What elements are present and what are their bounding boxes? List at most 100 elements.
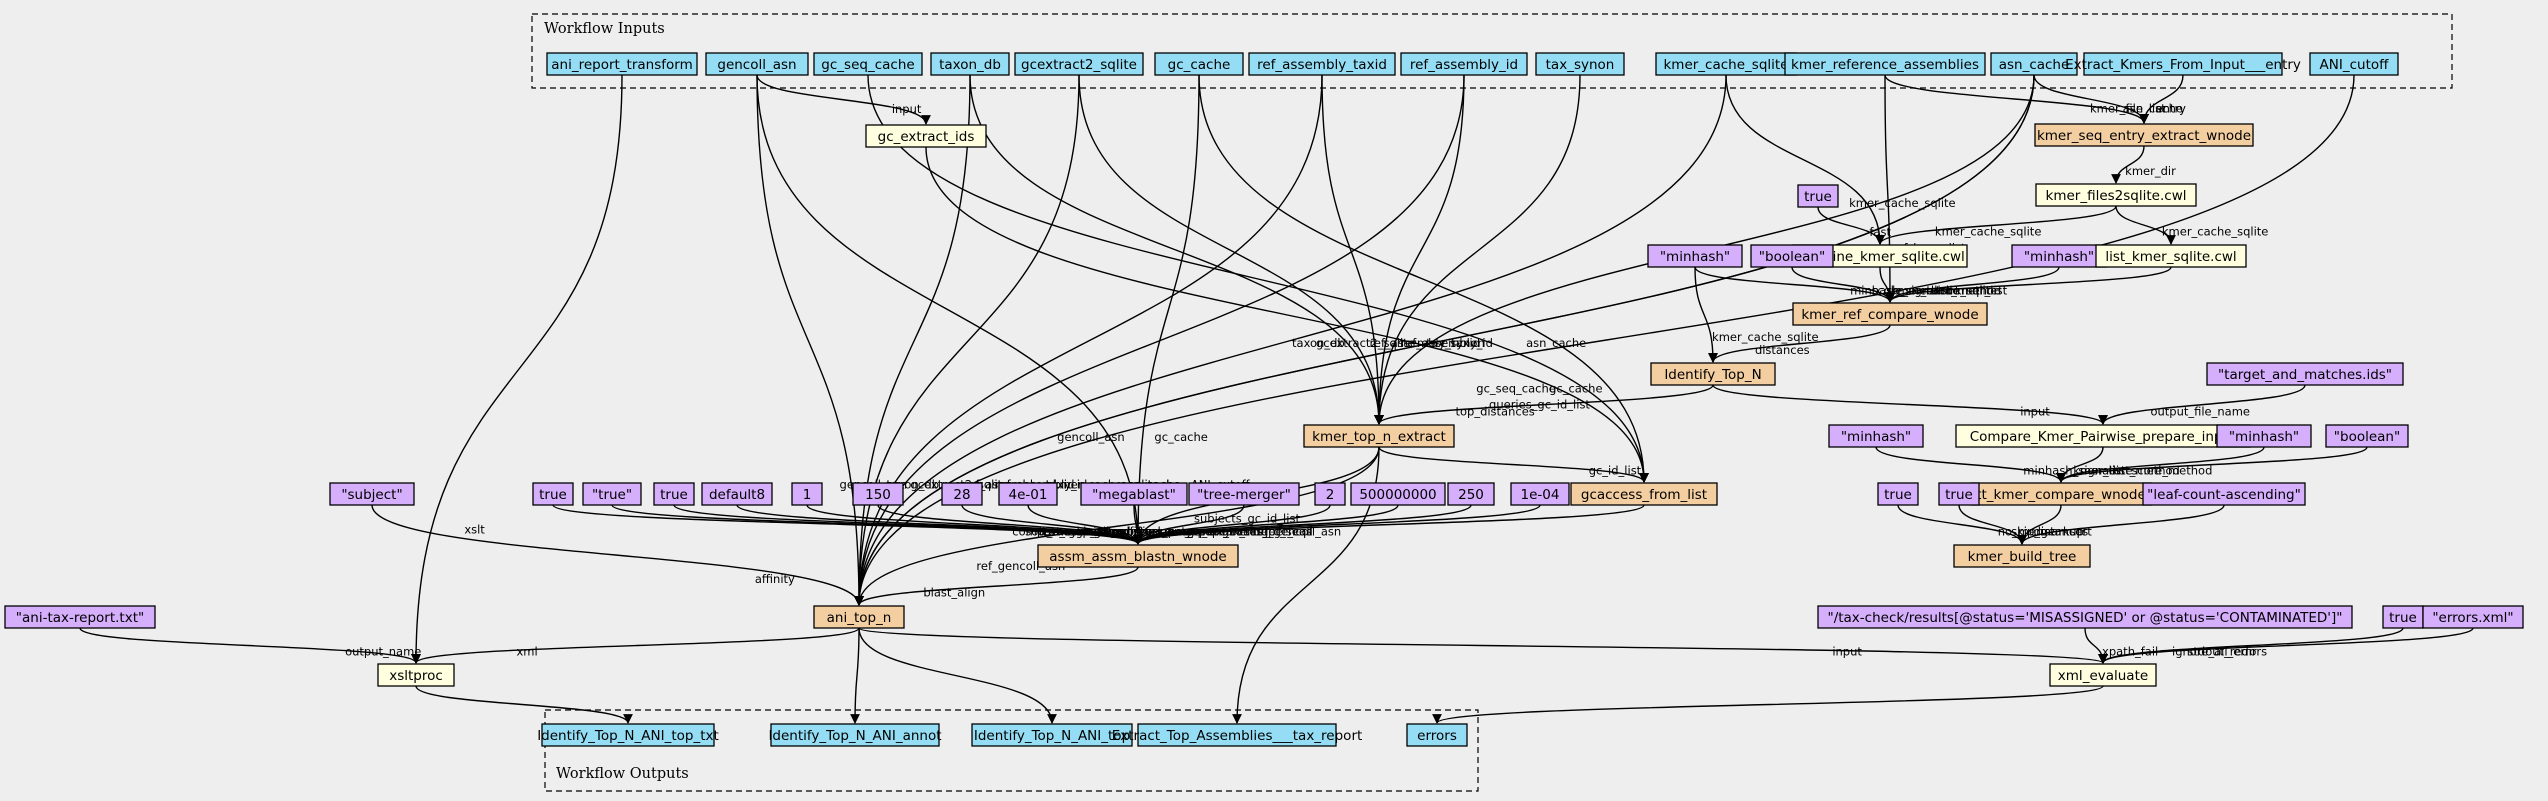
- node-taxon-db: taxon_db: [930, 52, 1010, 76]
- edge-ani_report_transform-to-xsltproc: [411, 74, 623, 664]
- node-label: ANI_cutoff: [2320, 57, 2390, 73]
- node-xml-evaluate: xml_evaluate: [2049, 663, 2157, 687]
- node-box: [1248, 52, 1396, 76]
- edge-tax_synon-to-kmer_top_n_extract: [1374, 74, 1581, 425]
- node-label: ref_assembly_taxid: [1257, 57, 1387, 73]
- node-box: [2142, 482, 2306, 506]
- node-label: gc_cache: [1168, 57, 1231, 73]
- node-label: Identify_Top_N_ANI_top_txt: [537, 728, 719, 744]
- edge-d_subject-to-ani_top_n: [371, 504, 864, 606]
- edge-gc_seq_cache-to-gcaccess_from_list: [867, 74, 1649, 483]
- node-box: [865, 124, 987, 148]
- node-label: "boolean": [2334, 429, 2400, 445]
- edge-d_true_nomerge-to-kmer_build_tree: [1897, 504, 2027, 545]
- node-label: Compare_Kmer_Pairwise_prepare_input: [1970, 429, 2237, 445]
- edge-label-7: fast: [1869, 225, 1891, 239]
- node-gc-cache: gc_cache: [1154, 52, 1244, 76]
- node-box: [2083, 52, 2283, 76]
- edge-asn_cache-to-ani_top_n: [854, 74, 2035, 606]
- edge-label-48: compart: [1012, 524, 1061, 538]
- edge-label-68: blast_align: [923, 586, 985, 600]
- workflow-inputs-cluster: Workflow Inputs: [531, 13, 2453, 89]
- edge-label-19: top_distances: [1455, 404, 1534, 418]
- edge-taxon_db-to-kmer_top_n_extract: [969, 74, 1384, 425]
- edge-d_ani_tax_report-to-xsltproc: [79, 627, 421, 664]
- edge-kmer_files2sqlite-to-combine_kmer_sqlite: [1875, 205, 2117, 245]
- edge-label-12: kmer_cache_sqlite: [1891, 283, 1998, 297]
- edge-kmer_ref_compare_wnode-to-Identify_Top_N: [1708, 324, 1891, 363]
- node-box: [2035, 183, 2197, 207]
- node-label: gc_seq_cache: [821, 57, 914, 73]
- node-label: xml_evaluate: [2058, 668, 2148, 684]
- node-box: [2216, 424, 2312, 448]
- node-box: [1406, 723, 1468, 747]
- edge-gc_cache-to-gcaccess_from_list: [1198, 74, 1649, 483]
- node-label: "minhash": [2024, 249, 2094, 265]
- edge-label-53: window_size: [1084, 524, 1156, 538]
- edge-d_1-to-assm_assm_blastn_wnode: [806, 504, 1143, 545]
- node-box: [1828, 424, 1924, 448]
- node-box: [1797, 184, 1839, 208]
- edge-label-15: kmer_cache_sqlite: [1712, 330, 1819, 344]
- node-d-leaf-count: "leaf-count-ascending": [2142, 482, 2306, 506]
- edge-label-18: tax_synon: [1426, 336, 1485, 350]
- node-box: [791, 482, 823, 506]
- edge-list_kmer_sqlite-to-kmer_ref_compare_wnode: [1885, 266, 2172, 303]
- node-box: [1510, 482, 1570, 506]
- node-label: kmer_files2sqlite.cwl: [2046, 188, 2187, 204]
- node-gencoll-asn: gencoll_asn: [705, 52, 809, 76]
- node-label: Identify_Top_N_ANI_top: [974, 728, 1130, 744]
- nodes-layer: ani_report_transform gencoll_asn gc_seq_ca…: [4, 52, 2524, 747]
- edge-d_minhash_4-to-tt_kmer_compare_wnode: [2056, 446, 2265, 483]
- edge-d_28-to-assm_assm_blastn_wnode: [961, 504, 1143, 545]
- edge-Identify_Top_N-to-Compare_Kmer_Pairwise_prepare_input: [1712, 384, 2108, 425]
- node-box: [971, 723, 1133, 747]
- edge-ani_top_n-to-out_top: [858, 627, 1057, 724]
- node-extract-kmers-from-input---entry: Extract_Kmers_From_Input___entry: [2065, 52, 2301, 76]
- edge-label-74: stdout_redir: [2187, 644, 2256, 658]
- node-ani-report-transform: ani_report_transform: [546, 52, 698, 76]
- edge-Identify_Top_N-to-kmer_top_n_extract: [1374, 384, 1714, 425]
- node-box: [2206, 362, 2404, 386]
- edge-ani_top_n-to-xsltproc: [411, 627, 860, 664]
- node-box: [4, 605, 156, 629]
- node-box: [1350, 482, 1446, 506]
- edge-label-1: kmer_file_list: [2090, 101, 2166, 115]
- edge-kmer_seq_entry_extract_wnode-to-kmer_files2sqlite: [2111, 145, 2145, 184]
- node-box: [1188, 482, 1300, 506]
- edge-label-65: distances: [2034, 524, 2089, 538]
- node-box: [2325, 424, 2409, 448]
- node-box: [1080, 482, 1188, 506]
- edge-label-5: kmer_cache_sqlite: [1935, 225, 2042, 239]
- edge-label-37: score_method: [2131, 463, 2212, 477]
- node-ref-assembly-id: ref_assembly_id: [1400, 52, 1528, 76]
- node-box: [2034, 123, 2254, 147]
- edge-d_minhash_1-to-Identify_Top_N: [1694, 266, 1718, 363]
- node-label: 28: [953, 487, 970, 503]
- node-d-true-str: "true": [582, 482, 642, 506]
- node-d-true-ignore: true: [2382, 605, 2424, 629]
- node-d-subject: "subject": [329, 482, 415, 506]
- node-tt-kmer-compare-wnode: tt_kmer_compare_wnode: [1970, 482, 2152, 506]
- node-label: gcextract2_sqlite: [1021, 57, 1137, 73]
- node-box: [2422, 605, 2524, 629]
- edge-label-50: use_common_components: [1039, 524, 1192, 538]
- edge-label-47: affinity: [755, 572, 795, 586]
- node-box: [1447, 482, 1495, 506]
- edge-label-61: evalue: [1229, 524, 1268, 538]
- node-d-500000000: 500000000: [1350, 482, 1446, 506]
- node-box: [1535, 52, 1625, 76]
- node-label: "ani-tax-report.txt": [16, 610, 144, 626]
- node-d-true-fast: true: [1797, 184, 1839, 208]
- edge-d_minhash_3-to-tt_kmer_compare_wnode: [1875, 446, 2066, 483]
- node-label: true: [1804, 189, 1832, 205]
- node-label: Extract_Top_Assemblies___tax_report: [1112, 728, 1363, 744]
- node-kmer-ref-compare-wnode: kmer_ref_compare_wnode: [1792, 302, 1988, 326]
- node-identify-top-n: Identify_Top_N: [1650, 362, 1776, 386]
- node-label: tt_kmer_compare_wnode: [1976, 487, 2146, 503]
- node-d-errors-xml: "errors.xml": [2422, 605, 2524, 629]
- node-box: [2049, 663, 2157, 687]
- edges-layer: [79, 74, 2474, 724]
- edge-d_xpath-to-xml_evaluate: [2084, 627, 2108, 664]
- edge-label-28: gencoll_asn: [1057, 430, 1125, 444]
